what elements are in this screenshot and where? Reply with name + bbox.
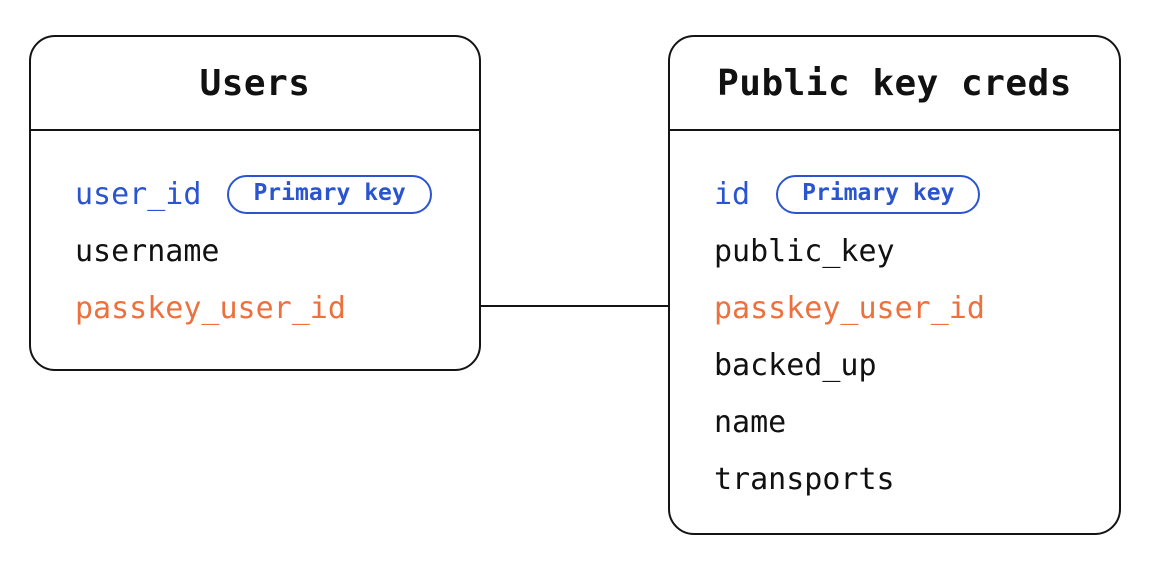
relationship-line (481, 305, 668, 307)
entity-title-users: Users (199, 62, 311, 104)
entity-header-public-key-creds: Public key creds (670, 37, 1119, 131)
field-user-id: user_id Primary key (75, 166, 459, 223)
primary-key-badge: Primary key (776, 174, 981, 215)
field-name-user-id: user_id (75, 177, 202, 212)
field-public-key: public_key (714, 223, 1099, 280)
entity-table-users: Users user_id Primary key username passk… (29, 35, 481, 371)
field-passkey-user-id: passkey_user_id (75, 280, 459, 337)
entity-body-public-key-creds: id Primary key public_key passkey_user_i… (670, 131, 1119, 508)
field-passkey-user-id: passkey_user_id (714, 280, 1099, 337)
field-name-public-key: public_key (714, 234, 895, 269)
entity-title-public-key-creds: Public key creds (717, 62, 1072, 104)
field-id: id Primary key (714, 166, 1099, 223)
field-name-passkey-user-id: passkey_user_id (714, 291, 985, 326)
field-backed-up: backed_up (714, 337, 1099, 394)
field-name-name: name (714, 405, 787, 440)
field-name-passkey-user-id: passkey_user_id (75, 291, 346, 326)
field-username: username (75, 223, 459, 280)
field-name-backed-up: backed_up (714, 348, 877, 383)
field-name: name (714, 394, 1099, 451)
field-name-id: id (714, 177, 751, 212)
entity-header-users: Users (31, 37, 479, 131)
field-name-username: username (75, 234, 220, 269)
field-name-transports: transports (714, 462, 895, 497)
primary-key-badge: Primary key (227, 174, 432, 215)
entity-body-users: user_id Primary key username passkey_use… (31, 131, 479, 337)
field-transports: transports (714, 451, 1099, 508)
entity-table-public-key-creds: Public key creds id Primary key public_k… (668, 35, 1121, 535)
